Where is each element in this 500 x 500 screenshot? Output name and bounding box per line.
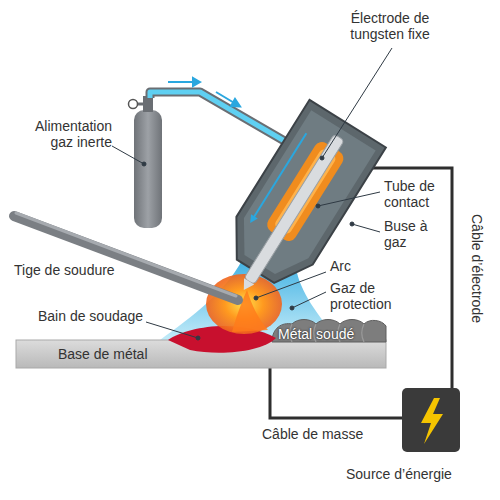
ground-cable-label: Câble de masse [262,426,392,442]
leader-line [318,192,380,206]
gas-flow-arrows [168,78,240,107]
leader-dot [290,306,294,310]
leader-line [322,48,392,158]
supply-label: Alimentation gaz inerte [16,118,112,150]
cable-label: Câble d’électrode [469,214,485,323]
leader-dot [142,162,146,166]
leader-line [352,224,380,232]
gas-nozzle [217,100,386,295]
leader-line [112,146,144,164]
weld-bead [272,320,386,343]
electrode-tip [239,278,254,293]
pool-label: Bain de soudage [38,308,158,324]
leader-line [292,292,326,308]
lightning-bolt [421,398,443,444]
ground-cable [270,366,402,418]
arc-glow [206,274,282,334]
filler-rod-shine [16,213,236,296]
arc-label: Arc [330,258,370,274]
nozzle-label: Buse à gaz [384,218,440,250]
nozzle-inner [228,110,376,284]
weld-label: Métal soudé [278,326,378,342]
leader-dot [316,204,320,208]
gas-label: Gaz de protection [330,280,406,312]
tungsten-electrode [244,134,344,285]
contact-tube-label: Tube de contact [384,178,456,210]
base-label: Base de métal [58,346,178,362]
leader-dot [320,156,324,160]
gas-cylinder [134,110,162,228]
leader-dot [196,336,200,340]
leader-dot [254,296,258,300]
leader-dot [350,222,354,226]
cylinder-valve [143,96,153,112]
leader-line [146,322,198,338]
gas-hose-outer [150,92,300,150]
electrode-label: Électrode de tungsten fixe [340,10,440,42]
pressure-gauge [129,100,138,109]
gas-hose [150,92,300,150]
rod-label: Tige de soudure [14,262,144,278]
power-source [402,388,460,452]
inner-gas-head [247,214,258,225]
leader-line [256,272,326,298]
source-label: Source d’énergie [346,466,496,482]
filler-rod [14,216,238,300]
